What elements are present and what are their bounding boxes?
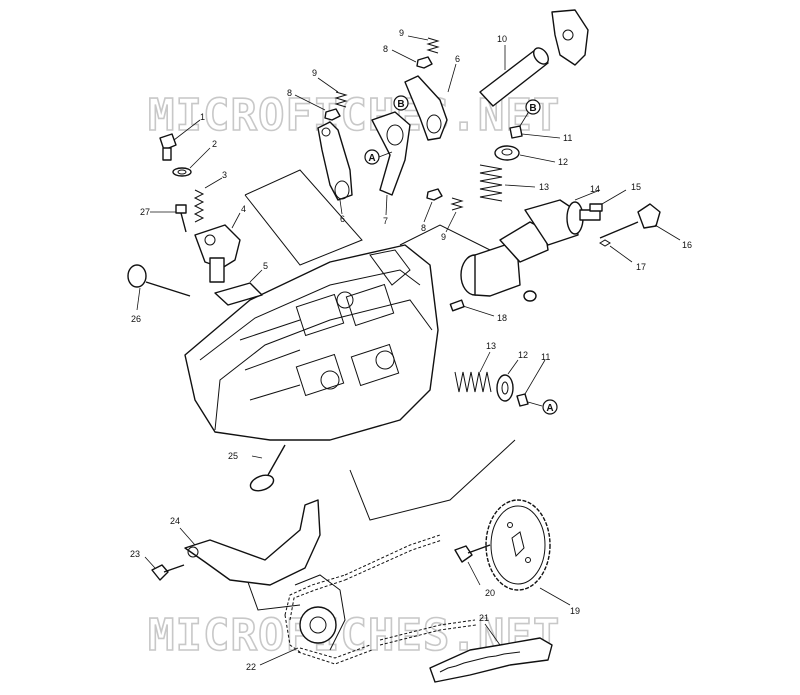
part-20-bolt — [454, 544, 491, 586]
svg-text:B: B — [397, 99, 404, 110]
callout-a-upper: A — [364, 149, 393, 165]
crank-sprocket — [294, 574, 346, 651]
label-23: 23 — [130, 549, 140, 559]
part-16-bolt — [599, 203, 681, 241]
part-27-bolt — [150, 204, 187, 233]
label-21: 21 — [479, 613, 489, 623]
part-19-cam-sprocket — [485, 499, 571, 606]
label-7: 7 — [383, 216, 388, 226]
part-8-nut-mid — [423, 188, 443, 223]
svg-text:B: B — [529, 103, 536, 114]
part-3-spring — [193, 177, 223, 223]
part-8-nut-left — [294, 94, 341, 121]
part-13-spring-upper — [479, 164, 536, 202]
part-11-keeper-lower — [516, 359, 546, 407]
label-5: 5 — [263, 261, 268, 271]
label-13-lower: 13 — [486, 341, 496, 351]
cam-plug — [523, 290, 537, 302]
part-18-dowel — [449, 299, 495, 317]
label-18: 18 — [497, 313, 507, 323]
cylinder-head — [184, 244, 439, 441]
part-21-chain-guide — [429, 623, 553, 683]
label-6-upper: 6 — [455, 54, 460, 64]
callout-a-lower: A — [542, 399, 558, 415]
part-25-valve — [249, 444, 286, 492]
label-15: 15 — [631, 182, 641, 192]
label-4: 4 — [241, 204, 246, 214]
part-labels: 1 2 3 4 5 6 6 7 8 8 9 9 9 8 10 11 11 12 … — [130, 28, 692, 672]
label-2: 2 — [212, 139, 217, 149]
part-23-bolt — [144, 556, 185, 581]
label-9-upper: 9 — [399, 28, 404, 38]
part-24-chain-guide — [179, 499, 321, 586]
camshaft — [460, 189, 601, 297]
part-12-retainer-lower — [496, 359, 519, 402]
rocker-bracket — [551, 9, 589, 66]
label-22: 22 — [246, 662, 256, 672]
label-9-mid: 9 — [441, 232, 446, 242]
callout-b-right: B — [519, 99, 541, 127]
label-3: 3 — [222, 170, 227, 180]
part-15-pin — [589, 189, 627, 212]
label-8-mid: 8 — [421, 223, 426, 233]
callout-b-left: B — [393, 95, 409, 111]
label-8-upper: 8 — [383, 44, 388, 54]
label-14: 14 — [590, 184, 600, 194]
svg-text:A: A — [368, 153, 375, 164]
part-17-clip — [599, 239, 633, 263]
part-4-tensioner — [194, 212, 241, 283]
part-13-spring-lower — [454, 351, 492, 393]
label-20: 20 — [485, 588, 495, 598]
part-6-rocker-arm-lower — [317, 121, 353, 215]
part-26-valve — [127, 264, 191, 311]
label-12-lower: 12 — [518, 350, 528, 360]
label-8-left: 8 — [287, 88, 292, 98]
part-22-timing-chain — [259, 534, 477, 666]
label-13-upper: 13 — [539, 182, 549, 192]
part-9-adjuster-upper — [407, 35, 440, 54]
part-7-rocker-arm — [371, 111, 411, 216]
svg-text:A: A — [546, 403, 553, 414]
part-10-rocker-shaft — [479, 45, 549, 107]
label-12-upper: 12 — [558, 157, 568, 167]
part-6-rocker-arm-upper — [404, 63, 457, 141]
label-16: 16 — [682, 240, 692, 250]
part-9-adjuster-left — [317, 77, 348, 108]
label-9-left: 9 — [312, 68, 317, 78]
label-11-lower: 11 — [541, 352, 550, 362]
label-24: 24 — [170, 516, 180, 526]
label-6-lower: 6 — [340, 214, 345, 224]
label-26: 26 — [131, 314, 141, 324]
part-9-adjuster-mid — [445, 197, 464, 233]
part-2-washer — [172, 147, 211, 177]
part-5-gasket — [214, 269, 263, 306]
label-11-upper: 11 — [563, 133, 572, 143]
label-17: 17 — [636, 262, 646, 272]
part-11-keeper-upper — [509, 125, 561, 139]
label-25: 25 — [228, 451, 238, 461]
label-10: 10 — [497, 34, 507, 44]
label-27: 27 — [140, 207, 150, 217]
label-19: 19 — [570, 606, 580, 616]
part-8-nut-upper — [391, 49, 433, 69]
part-12-retainer-upper — [494, 145, 556, 163]
part-1-bolt — [159, 119, 201, 161]
label-1: 1 — [200, 112, 205, 122]
